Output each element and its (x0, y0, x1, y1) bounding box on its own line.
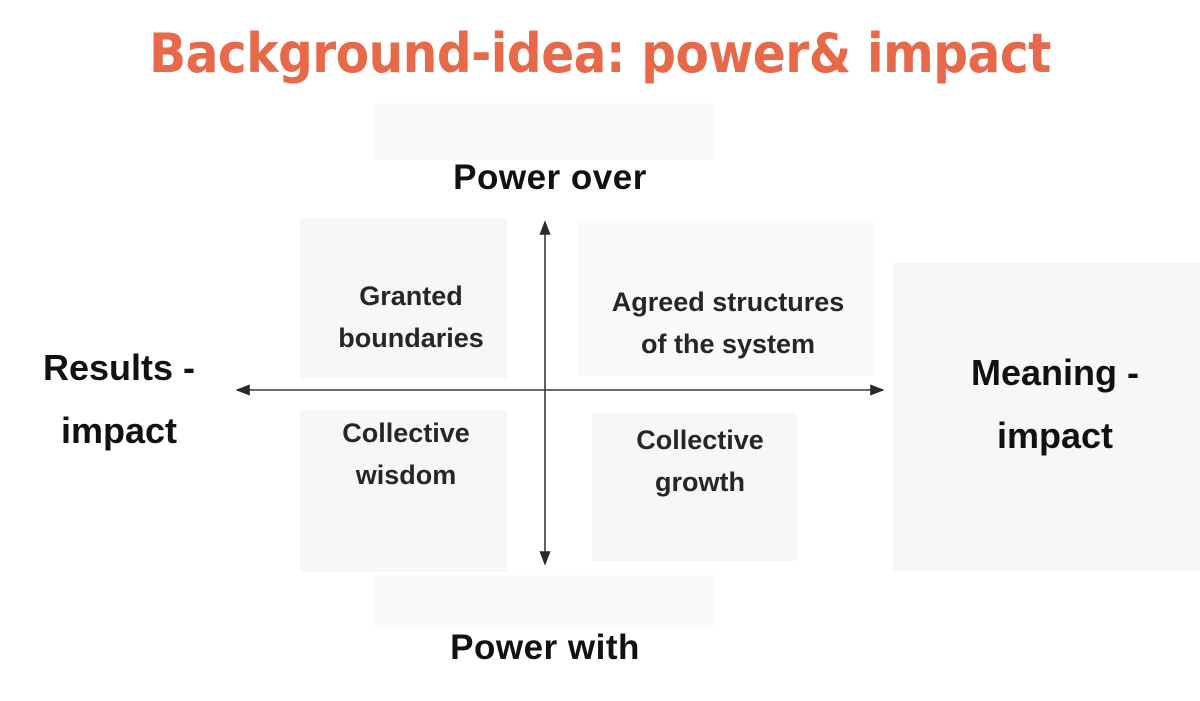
axis-label-meaning-impact: Meaning - impact (971, 352, 1139, 456)
panel-bottom-center (375, 575, 715, 627)
axis-label-results-impact: Results - impact (42, 347, 196, 451)
panel-quadrant-bottom-left (300, 410, 507, 572)
panel-quadrant-top-right (577, 220, 874, 376)
diagram-title: Background-idea: power& impact (149, 22, 1051, 85)
quadrant-label-collective-growth: Collective growth (636, 425, 764, 497)
panel-quadrant-top-left (300, 218, 507, 378)
quadrant-label-agreed-structures: Agreed structures of the system (611, 287, 845, 359)
axis-label-power-over: Power over (453, 158, 647, 197)
panel-right (893, 263, 1200, 571)
axis-label-power-with: Power with (450, 628, 640, 667)
panel-quadrant-bottom-right (592, 413, 797, 561)
quadrant-label-collective-wisdom: Collective wisdom (342, 418, 470, 490)
panel-top-center (375, 103, 713, 160)
quadrant-label-granted-boundaries: Granted boundaries (338, 281, 484, 353)
